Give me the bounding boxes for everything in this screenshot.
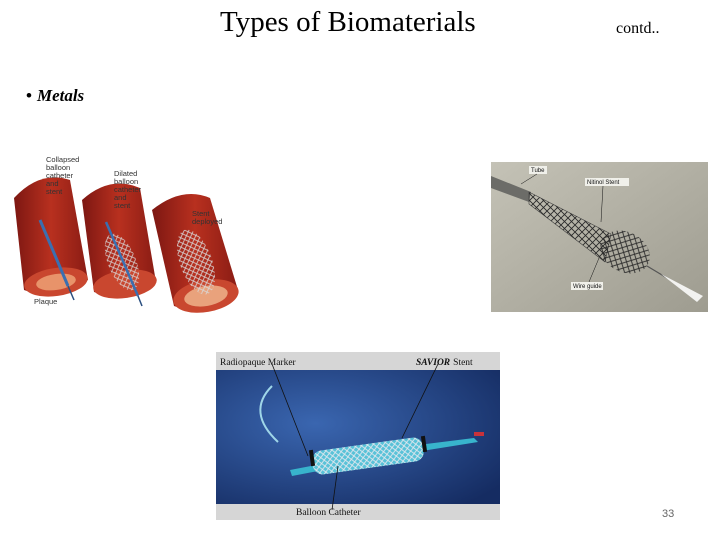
contd-label: contd..	[616, 20, 660, 37]
balloon-catheter	[259, 385, 484, 476]
artery-stent-deployed	[152, 194, 239, 313]
figure-stent-deployment: Collapsed balloon catheter and stent Dil…	[10, 150, 250, 320]
label-deployed: Stent deployed	[192, 209, 222, 226]
label-tube: Tube	[531, 168, 545, 174]
label-radiopaque-marker: Radiopaque Marker	[220, 358, 297, 368]
bullet-text: Metals	[36, 86, 85, 105]
slide-title: Types of Biomaterials	[220, 6, 476, 38]
label-wire-guide: Wire guide	[573, 284, 602, 290]
figure-nitinol-stent: Tube Nitinol Stent Wire guide	[491, 162, 708, 312]
stent-delivery-tube	[491, 176, 703, 302]
label-nitinol-stent: Nitinol Stent	[587, 180, 620, 186]
label-collapsed: Collapsed balloon catheter and stent	[46, 155, 81, 196]
artery-dilated	[82, 183, 157, 307]
label-plaque: Plaque	[34, 297, 57, 306]
bullet-icon: •	[26, 86, 32, 105]
page-number: 33	[662, 508, 675, 520]
label-balloon-catheter: Balloon Catheter	[296, 508, 361, 518]
artery-collapsed	[14, 177, 88, 301]
label-dilated: Dilated balloon catheter and stent	[114, 169, 143, 210]
bullet-metals: •Metals	[26, 86, 84, 106]
